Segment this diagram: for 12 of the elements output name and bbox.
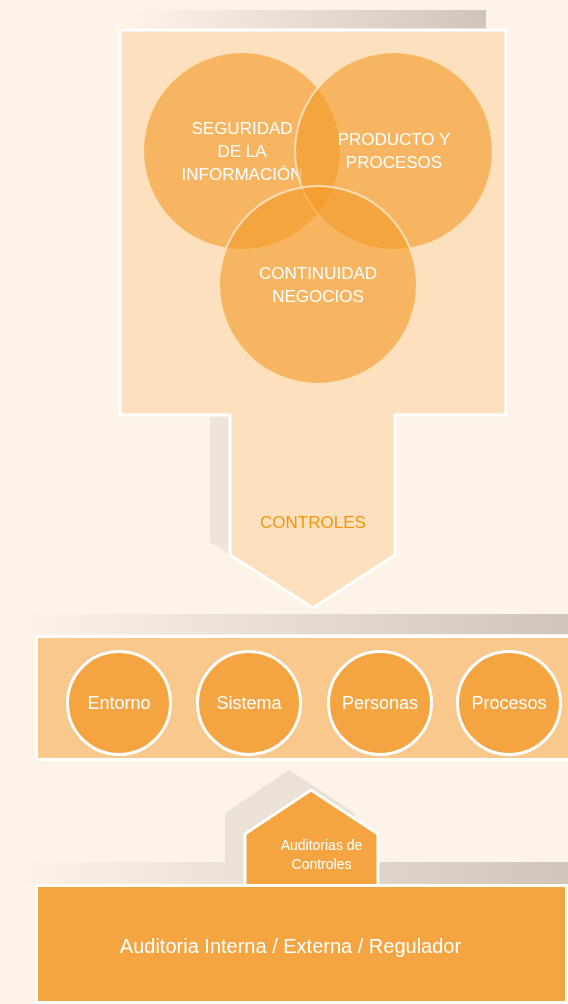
node-label: Personas bbox=[341, 692, 418, 714]
node-label: Sistema bbox=[216, 692, 282, 714]
node-label: CONTROLES bbox=[259, 513, 367, 533]
funnel-arrow-box bbox=[120, 30, 506, 610]
band-panel bbox=[35, 635, 568, 761]
node-label: CONTINUIDAD NEGOCIOS bbox=[257, 263, 379, 308]
node-label: SEGURIDAD DE LA INFORMACIÓN bbox=[180, 117, 304, 186]
node-label: PRODUCTO Y PROCESOS bbox=[336, 129, 452, 174]
node-label: Auditoria Interna / Externa / Regulador bbox=[118, 935, 463, 958]
node-label: Entorno bbox=[87, 692, 151, 714]
node-label: Auditorias de Controles bbox=[279, 836, 364, 874]
node-label: Procesos bbox=[471, 692, 547, 714]
